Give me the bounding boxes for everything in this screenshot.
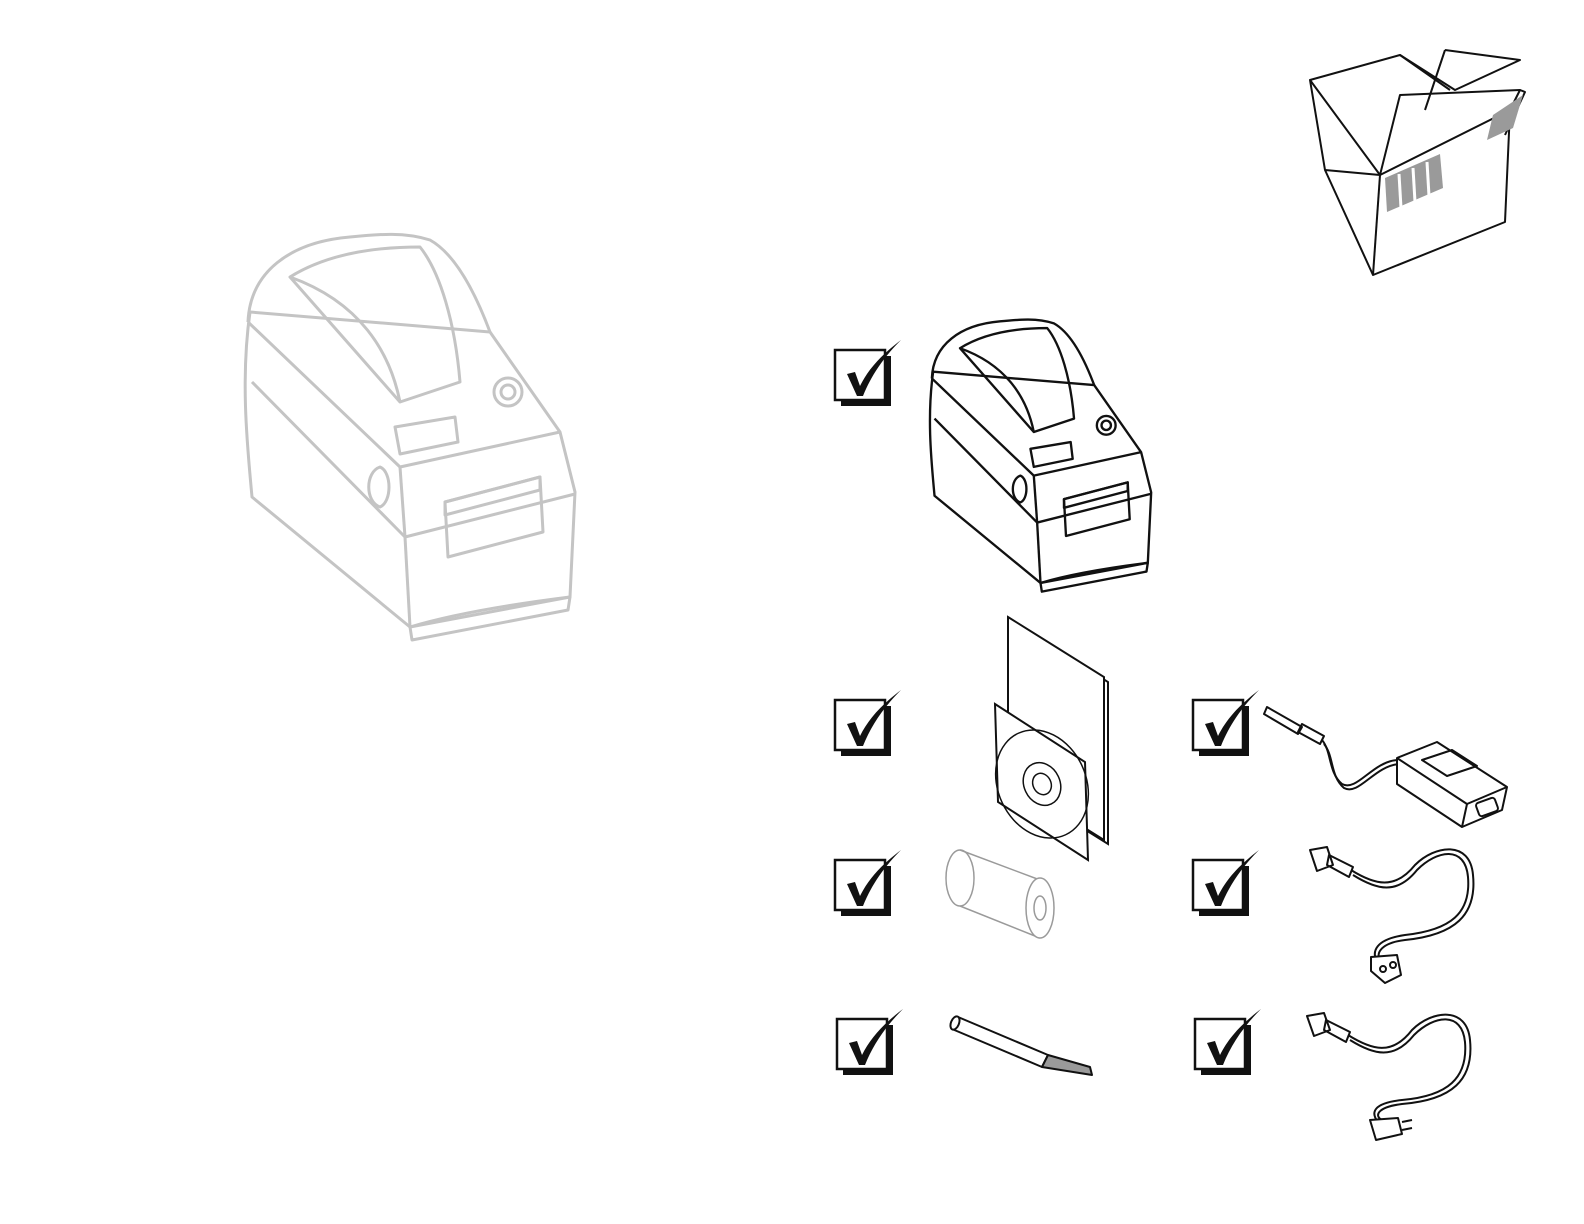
power-supply-illustration: [1262, 692, 1512, 832]
label-roll-icon: [940, 848, 1060, 943]
checkbox-printer: [835, 338, 905, 408]
label-roll-illustration: [940, 848, 1060, 943]
eu-power-cord-icon: [1305, 845, 1485, 985]
checkbox-checked-icon: [1193, 848, 1263, 918]
checkbox-checked-icon: [1195, 1007, 1265, 1077]
manual-and-cd-icon: [990, 612, 1118, 862]
printer-illustration: [918, 318, 1163, 593]
checkbox-documentation: [835, 688, 905, 758]
power-supply-icon: [1262, 692, 1512, 832]
documentation-illustration: [990, 612, 1118, 862]
checkbox-cleaning-pen: [837, 1007, 907, 1077]
checkbox-us-power-cord: [1195, 1007, 1265, 1077]
us-power-cord-icon: [1302, 1008, 1482, 1148]
checkbox-eu-power-cord: [1193, 848, 1263, 918]
checkbox-checked-icon: [837, 1007, 907, 1077]
checkbox-checked-icon: [1193, 688, 1263, 758]
checkbox-power-supply: [1193, 688, 1263, 758]
cleaning-pen-icon: [950, 1005, 1100, 1080]
checkbox-checked-icon: [835, 688, 905, 758]
ghost-printer-illustration: [230, 232, 590, 642]
open-box-icon: [1305, 50, 1530, 280]
printer-icon: [230, 232, 590, 642]
eu-power-cord-illustration: [1305, 845, 1485, 985]
checkbox-checked-icon: [835, 848, 905, 918]
shipping-box-illustration: [1305, 50, 1530, 280]
checkbox-label-roll: [835, 848, 905, 918]
checkbox-checked-icon: [835, 338, 905, 408]
us-power-cord-illustration: [1302, 1008, 1482, 1148]
cleaning-pen-illustration: [950, 1005, 1100, 1080]
printer-icon: [918, 318, 1163, 593]
